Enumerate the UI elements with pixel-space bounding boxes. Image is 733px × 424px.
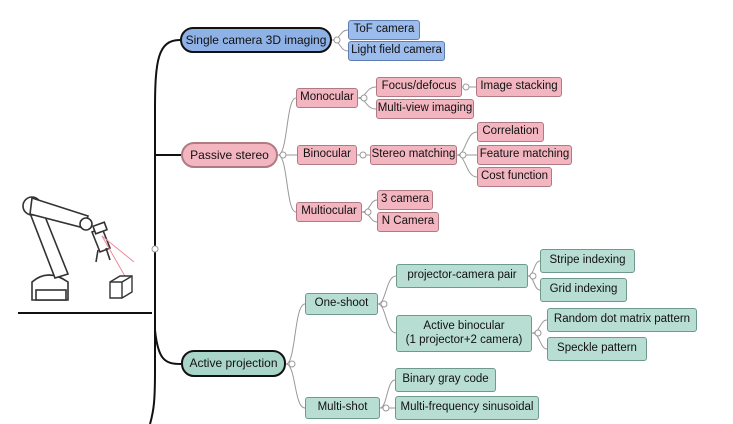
node-stereo-matching: Stereo matching [370,145,457,165]
node-speckle-pattern: Speckle pattern [547,337,647,361]
node-correlation: Correlation [477,122,544,142]
node-active-binocular: Active binocular (1 projector+2 camera) [396,315,532,352]
node-binary-gray-code: Binary gray code [395,368,496,392]
node-multiocular: Multiocular [296,202,362,222]
node-tof-camera: ToF camera [348,20,420,40]
node-stripe-indexing: Stripe indexing [540,249,635,273]
node-monocular: Monocular [296,88,358,108]
robot-arm-icon [22,196,135,301]
node-projector-camera-pair: projector-camera pair [396,264,528,288]
node-focus-defocus: Focus/defocus [376,77,462,97]
node-image-stacking: Image stacking [476,77,562,97]
node-3-camera: 3 camera [377,190,433,210]
node-multi-frequency-sinusoidal: Multi-frequency sinusoidal [395,396,539,420]
node-passive-stereo: Passive stereo [181,142,278,168]
node-active-projection: Active projection [181,350,286,377]
node-feature-matching: Feature matching [477,145,572,165]
node-multi-view-imaging: Multi-view imaging [376,99,474,119]
node-multi-shot: Multi-shot [305,397,380,419]
node-single-camera: Single camera 3D imaging [180,27,332,53]
node-one-shot: One-shoot [305,293,378,315]
node-n-camera: N Camera [377,212,439,232]
node-cost-function: Cost function [477,167,552,187]
active-binocular-line-2: (1 projector+2 camera) [405,333,523,346]
node-binocular: Binocular [297,145,357,165]
active-binocular-line-1: Active binocular [423,319,505,332]
node-light-field-camera: Light field camera [348,41,445,61]
node-random-dot-matrix: Random dot matrix pattern [547,308,697,332]
node-grid-indexing: Grid indexing [540,278,627,302]
